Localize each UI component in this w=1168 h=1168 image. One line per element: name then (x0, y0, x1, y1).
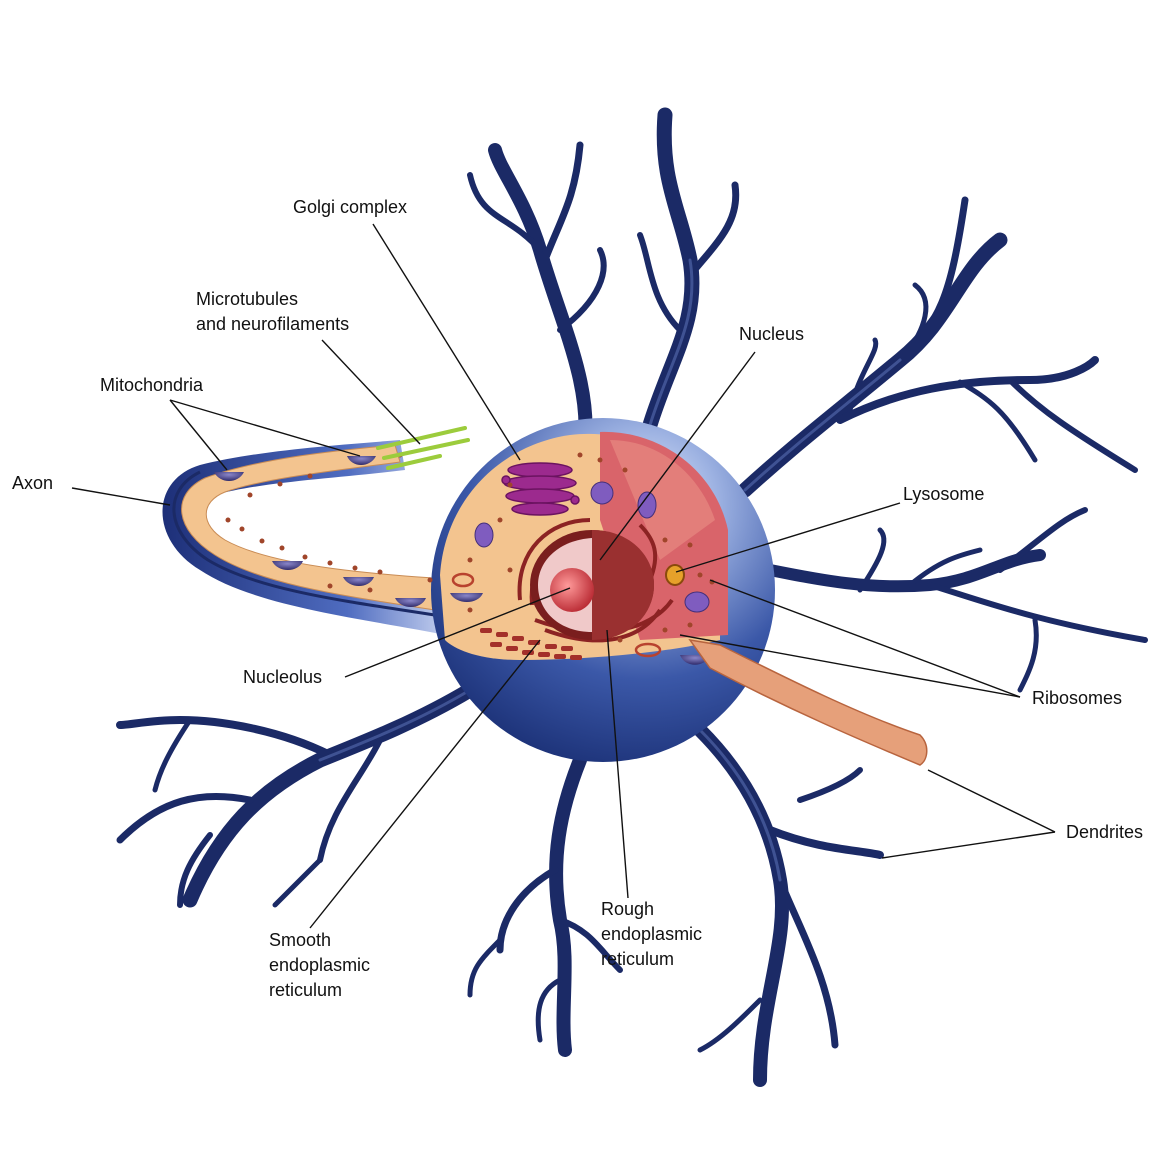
label-microtubules: Microtubules and neurofilaments (196, 289, 350, 334)
label-mitochondria: Mitochondria (100, 375, 204, 395)
label-dendrites: Dendrites (1066, 822, 1144, 842)
leader-lines (71, 223, 1056, 929)
label-rough-er: Rough endoplasmic reticulum (601, 899, 703, 969)
label-nucleus: Nucleus (739, 324, 805, 344)
lysosome (665, 564, 685, 586)
nucleolus (550, 568, 594, 612)
label-nucleolus: Nucleolus (243, 667, 323, 687)
smooth-er (480, 628, 582, 660)
label-golgi-complex: Golgi complex (293, 197, 408, 217)
axon-mitochondria (214, 456, 483, 607)
microtubules (376, 426, 470, 470)
label-lysosome: Lysosome (903, 484, 985, 504)
label-axon: Axon (12, 473, 54, 493)
axon-group (162, 440, 470, 640)
dendrites-group (116, 107, 1148, 1087)
label-ribosomes: Ribosomes (1032, 688, 1123, 708)
vesicle-clusters (474, 481, 710, 613)
soma-group (431, 418, 928, 766)
label-smooth-er: Smooth endoplasmic reticulum (269, 930, 371, 1000)
dendrite-cut (688, 638, 928, 766)
golgi-complex (501, 462, 580, 516)
